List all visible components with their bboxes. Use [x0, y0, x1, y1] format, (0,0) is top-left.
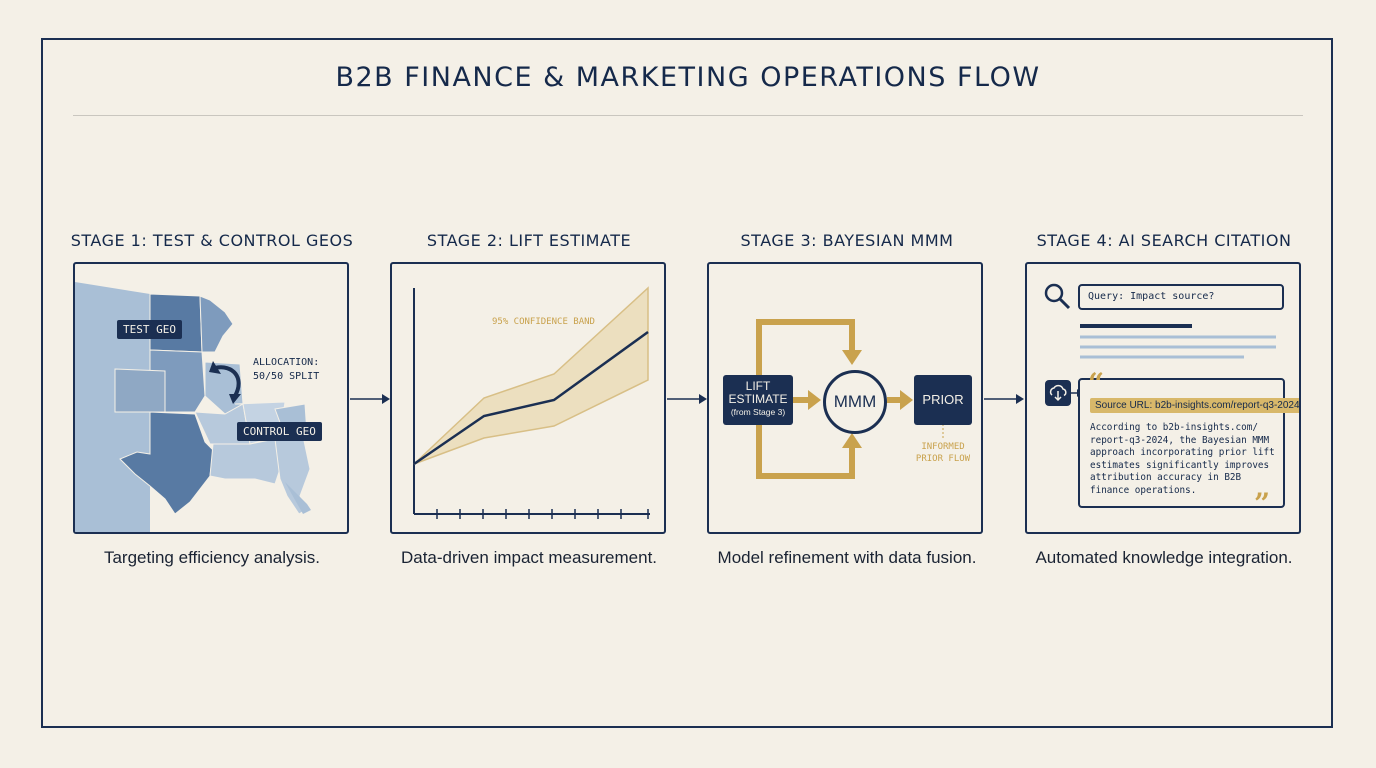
- close-quote-icon: ”: [1254, 487, 1271, 520]
- us-map: [75, 282, 311, 532]
- feedback-loop-arrows: [756, 319, 855, 479]
- flow-arrow-3: [984, 394, 1024, 404]
- lift-line-2: ESTIMATE: [728, 392, 788, 406]
- stage2-title: STAGE 2: LIFT ESTIMATE: [426, 231, 632, 250]
- result-lines: [1080, 324, 1276, 359]
- search-icon: [1044, 283, 1071, 310]
- control-geo-label: CONTROL GEO: [237, 422, 322, 441]
- curved-arrow-icon: [209, 361, 241, 404]
- lift-line-3: (from Stage 3): [730, 407, 786, 417]
- lift-estimate-box: LIFT ESTIMATE (from Stage 3): [723, 375, 793, 425]
- mmm-to-prior-arrow: [900, 390, 913, 410]
- stage1-title: STAGE 1: TEST & CONTROL GEOS: [70, 231, 354, 250]
- map-state-co: [114, 368, 166, 413]
- map-test-state-mn: [199, 295, 234, 353]
- query-field: Query: Impact source?: [1078, 284, 1284, 310]
- lift-line-1: LIFT: [745, 379, 771, 393]
- diagram-title: B2B FINANCE & MARKETING OPERATIONS FLOW: [335, 62, 1041, 93]
- stage4-caption: Automated knowledge integration.: [1035, 548, 1293, 567]
- citation-text: According to b2b-insights.com/ report-q3…: [1090, 422, 1275, 496]
- stage1-panel: TEST GEO CONTROL GEO ALLOCATION: 50/50 S…: [73, 262, 349, 534]
- citation-card: “ Source URL: b2b-insights.com/report-q3…: [1078, 370, 1299, 518]
- map-control-state-tx: [119, 411, 214, 515]
- stage2-panel: 95% CONFIDENCE BAND: [390, 262, 666, 534]
- stage2-caption: Data-driven impact measurement.: [400, 548, 658, 567]
- confidence-band: [413, 286, 649, 465]
- stage3-panel: LIFT ESTIMATE (from Stage 3) MMM PRIOR I…: [707, 262, 983, 534]
- stage4-title: STAGE 4: AI SEARCH CITATION: [1036, 231, 1292, 250]
- lift-chart: [413, 286, 650, 519]
- cloud-download-icon: [1045, 380, 1071, 406]
- mmm-flow: [756, 319, 944, 479]
- stage3-title: STAGE 3: BAYESIAN MMM: [740, 231, 954, 250]
- allocation-line-2: 50/50 SPLIT: [253, 371, 320, 382]
- informed-prior-label: INFORMED PRIOR FLOW: [913, 441, 973, 465]
- source-url-tag: Source URL: b2b-insights.com/report-q3-2…: [1090, 398, 1299, 413]
- diagram-frame: [41, 38, 1333, 728]
- x-ticks: [436, 509, 649, 519]
- flow-arrow-1: [350, 394, 390, 404]
- open-quote-icon: “: [1088, 367, 1105, 400]
- allocation-line-1: ALLOCATION:: [253, 357, 320, 368]
- prior-box: PRIOR: [914, 375, 972, 425]
- informed-line-1: INFORMED: [921, 442, 965, 452]
- test-geo-label: TEST GEO: [117, 320, 182, 339]
- stage3-caption: Model refinement with data fusion.: [717, 548, 977, 567]
- informed-line-2: PRIOR FLOW: [915, 454, 971, 464]
- lift-to-mmm-arrow: [808, 390, 821, 410]
- stage4-panel: Query: Impact source? “ Source URL: b2b-…: [1025, 262, 1301, 534]
- stage1-caption: Targeting efficiency analysis.: [103, 548, 321, 567]
- mmm-node: MMM: [823, 370, 887, 434]
- confidence-band-label: 95% CONFIDENCE BAND: [492, 317, 595, 327]
- flow-arrow-2: [667, 394, 707, 404]
- allocation-label: ALLOCATION: 50/50 SPLIT: [253, 356, 319, 384]
- title-divider: [73, 115, 1303, 116]
- lift-line: [413, 330, 649, 466]
